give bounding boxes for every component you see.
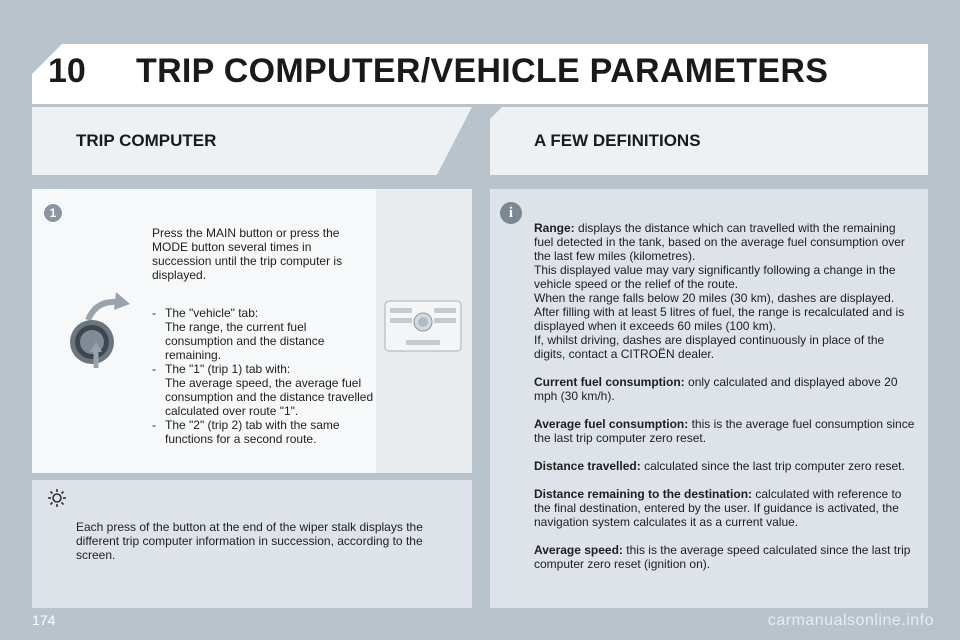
list-item-label: The "1" (trip 1) tab with: bbox=[165, 362, 291, 376]
list-item-label: The "2" (trip 2) tab with the same funct… bbox=[165, 418, 340, 446]
definition-text: displays the distance which can travelle… bbox=[534, 221, 905, 263]
list-item: -The "1" (trip 1) tab with:The average s… bbox=[152, 362, 377, 418]
definition-term: Average speed: bbox=[534, 543, 623, 557]
watermark: carmanualsonline.info bbox=[767, 612, 934, 629]
definition-text: calculated since the last trip computer … bbox=[644, 459, 905, 473]
page-number: 174 bbox=[32, 612, 56, 628]
info-icon: i bbox=[500, 202, 522, 224]
list-dash: - bbox=[152, 418, 156, 432]
definition-text: calculated with reference to the final d… bbox=[534, 487, 902, 529]
step-number-badge: 1 bbox=[42, 202, 64, 224]
definition-term: Current fuel consumption: bbox=[534, 375, 685, 389]
tip-text: Each press of the button at the end of t… bbox=[76, 520, 423, 562]
definition-item: Range: displays the distance which can t… bbox=[534, 221, 918, 361]
definition-item: Distance remaining to the destination: c… bbox=[534, 487, 918, 529]
rotary-dial-icon bbox=[70, 292, 130, 368]
list-dash: - bbox=[152, 306, 156, 320]
definition-extra: If, whilst driving, dashes are displayed… bbox=[534, 333, 885, 361]
definition-term: Distance travelled: bbox=[534, 459, 641, 473]
definition-text: this is the average fuel consumption sin… bbox=[534, 417, 915, 445]
definition-text: only calculated and displayed above 20 m… bbox=[534, 375, 898, 403]
definitions-panel bbox=[490, 189, 928, 608]
lightbulb-icon bbox=[46, 487, 68, 509]
definition-term: Distance remaining to the destination: bbox=[534, 487, 753, 501]
title-bar bbox=[32, 44, 928, 104]
definition-item: Current fuel consumption: only calculate… bbox=[534, 375, 918, 403]
list-item: -The "2" (trip 2) tab with the same func… bbox=[152, 418, 377, 446]
list-item: -The "vehicle" tab:The range, the curren… bbox=[152, 306, 377, 362]
intro-text: Press the MAIN button or press the MODE … bbox=[152, 226, 343, 282]
definition-item: Average fuel consumption: this is the av… bbox=[534, 417, 918, 445]
definitions-list: Range: displays the distance which can t… bbox=[534, 221, 918, 585]
section-title-definitions: A FEW DEFINITIONS bbox=[534, 131, 701, 150]
chapter-title: TRIP COMPUTER/VEHICLE PARAMETERS bbox=[136, 52, 829, 90]
section-title-trip-computer: TRIP COMPUTER bbox=[76, 131, 217, 150]
list-item-desc: The average speed, the average fuel cons… bbox=[165, 376, 374, 418]
definition-extra: This displayed value may vary significan… bbox=[534, 263, 896, 291]
definition-text: this is the average speed calculated sin… bbox=[534, 543, 911, 571]
section-header-right bbox=[490, 107, 928, 175]
section-header-left bbox=[32, 107, 472, 175]
radio-console-icon bbox=[384, 300, 462, 352]
list-dash: - bbox=[152, 362, 156, 376]
list-item-desc: The range, the current fuel consumption … bbox=[165, 320, 325, 362]
list-item-label: The "vehicle" tab: bbox=[165, 306, 259, 320]
definition-term: Range: bbox=[534, 221, 575, 235]
definition-item: Average speed: this is the average speed… bbox=[534, 543, 918, 571]
definition-extra: When the range falls below 20 miles (30 … bbox=[534, 291, 905, 333]
tip-panel bbox=[32, 480, 472, 608]
tab-list: -The "vehicle" tab:The range, the curren… bbox=[152, 306, 377, 446]
definition-term: Average fuel consumption: bbox=[534, 417, 689, 431]
definition-item: Distance travelled: calculated since the… bbox=[534, 459, 918, 473]
chapter-number: 10 bbox=[48, 52, 86, 90]
